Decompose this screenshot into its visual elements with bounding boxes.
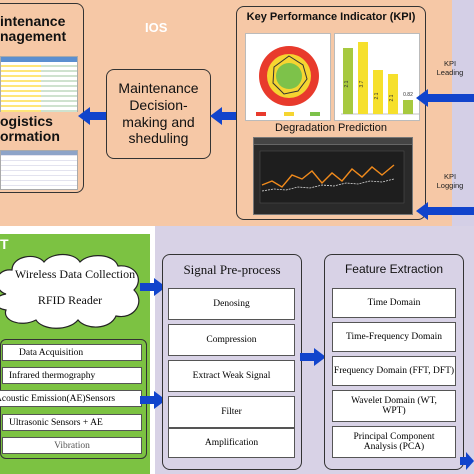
sensor-label-0: Data Acquisition (19, 347, 84, 358)
kpi-radar-thumbnail (245, 33, 331, 121)
arrow-kpi-leading (416, 89, 474, 107)
feature-extraction-title: Feature Extraction (344, 262, 444, 276)
feature-step-pca: Principal Component Analysis (PCA) (332, 426, 456, 458)
kpi-side-band (452, 0, 474, 226)
feature-step-frequency-domain: Frequency Domain (FFT, DFT) (332, 356, 456, 386)
sensor-label-2: Acoustic Emission(AE)Sensors (0, 393, 116, 404)
kpi-leading-line1: KPI (443, 59, 457, 68)
arrow-preprocess-to-feature (300, 348, 326, 366)
decision-making-text: Maintenance Decision- making and sheduli… (106, 80, 211, 147)
decision-line1: Maintenance (118, 80, 199, 96)
kpi-bar-label-3: 2.1 (374, 92, 380, 99)
kpi-bar-label-2: 3.7 (359, 80, 365, 87)
maintenance-management-title: intenance nagement (0, 14, 86, 43)
logistics-line2: ormation (0, 128, 60, 145)
decision-line4: sheduling (128, 130, 189, 147)
feature-step-time-frequency: Time-Frequency Domain (332, 322, 456, 352)
wireless-data-collection-label: Wireless Data Collection (14, 267, 136, 281)
preprocess-step-compression: Compression (168, 324, 295, 356)
arrow-decision-to-management (78, 107, 108, 125)
kpi-radar-chart (256, 46, 320, 116)
arrow-sensors-to-preprocess (140, 391, 166, 409)
logistics-information-title: ogistics ormation (0, 113, 90, 145)
kpi-bar-thumbnail: 2.1 3.7 2.1 2.1 0.82 (334, 33, 420, 121)
logistics-line1: ogistics (0, 113, 53, 129)
sensor-item-vibration: Vibration (2, 437, 142, 454)
preprocess-step-denosing: Denosing (168, 288, 295, 320)
ios-label: IOS (145, 20, 168, 35)
arrow-kpi-logging (416, 202, 474, 220)
feature-step-wavelet-domain: Wavelet Domain (WT, WPT) (332, 390, 456, 422)
sensor-label-3: Ultrasonic Sensors + AE (9, 417, 103, 428)
degradation-line-chart (259, 150, 405, 204)
decision-line2: Decision- (129, 96, 188, 113)
kpi-logging-line2: Logging (436, 180, 464, 190)
sensor-label-4: Vibration (54, 440, 90, 451)
kpi-bar-label-1: 2.1 (344, 80, 350, 87)
sensor-item-acoustic: Acoustic Emission(AE)Sensors (0, 390, 142, 407)
kpi-bar-chart: 2.1 3.7 2.1 2.1 0.82 (341, 42, 419, 115)
sensor-item-ultrasonic: Ultrasonic Sensors + AE (2, 414, 142, 431)
sensor-label-1: Infrared thermography (9, 370, 96, 381)
arrow-kpi-to-decision (210, 107, 238, 125)
kpi-title: Key Performance Indicator (KPI) (246, 11, 416, 23)
kpi-leading-line2: Leading (436, 67, 464, 77)
kpi-leading-label: KPI Leading (432, 59, 468, 77)
signal-preprocess-title: Signal Pre-process (183, 262, 281, 277)
preprocess-step-filter: Filter (168, 396, 295, 428)
kpi-bar-label-4: 2.1 (389, 94, 395, 101)
preprocess-step-amplification: Amplification (168, 428, 295, 458)
maintenance-table-thumbnail (0, 56, 78, 112)
logistics-table-thumbnail (0, 150, 78, 190)
wireless-cloud-shape (0, 253, 140, 329)
decision-making-box (106, 69, 211, 159)
sensor-item-data-acquisition: Data Acquisition (2, 344, 142, 361)
arrow-feature-out (460, 452, 474, 470)
feature-step-time-domain: Time Domain (332, 288, 456, 318)
degradation-dashboard-thumbnail (253, 137, 413, 215)
maintenance-management-line1: intenance (0, 13, 66, 29)
maintenance-management-line2: nagement (0, 27, 67, 44)
kpi-bar-label-5: 0.82 (403, 92, 413, 98)
rfid-reader-label: RFID Reader (37, 293, 103, 307)
preprocess-step-extract-weak-signal: Extract Weak Signal (168, 360, 295, 392)
degradation-prediction-label: Degradation Prediction (275, 122, 387, 134)
green-panel-label: T (0, 236, 9, 252)
arrow-cloud-to-preprocess (140, 278, 166, 296)
kpi-logging-label: KPI Logging (432, 172, 468, 190)
decision-line3: making and (122, 113, 195, 130)
sensor-item-infrared: Infrared thermography (2, 367, 142, 384)
kpi-logging-line1: KPI (443, 172, 457, 181)
